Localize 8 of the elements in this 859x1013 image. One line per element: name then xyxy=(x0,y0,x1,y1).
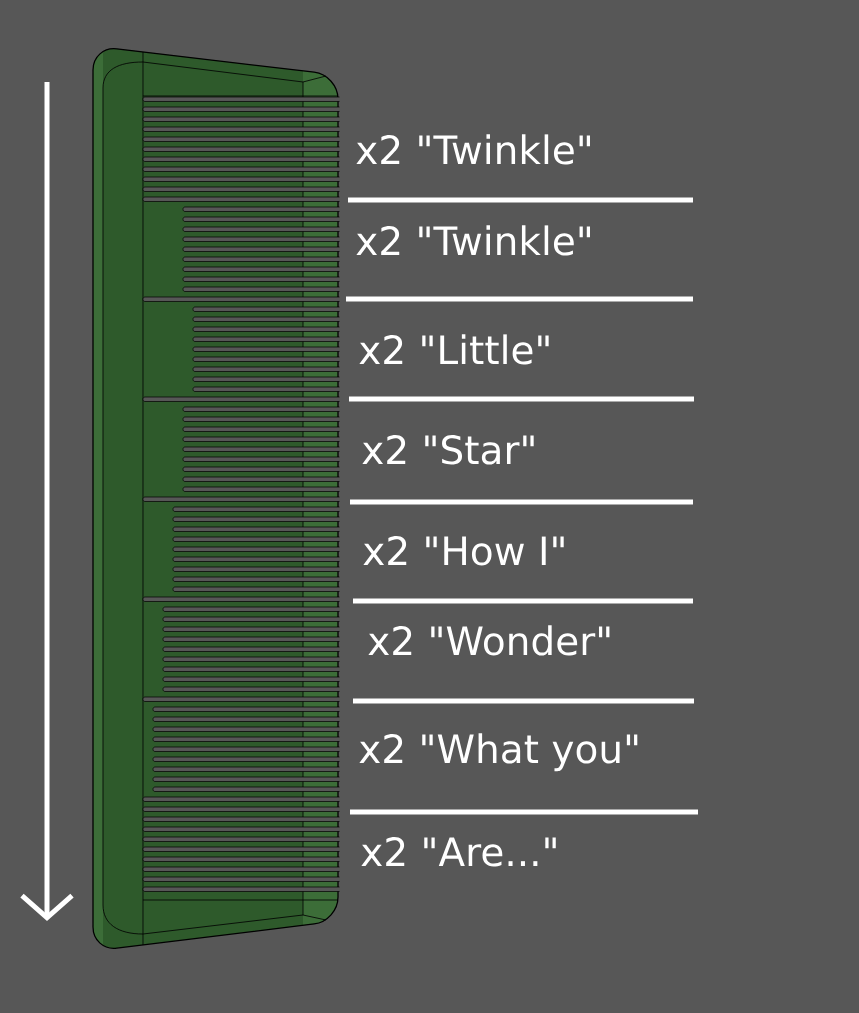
section-label: x2 "Star" xyxy=(362,435,534,465)
section-label: x2 "Twinkle" xyxy=(356,225,590,256)
section-label: x2 "What you" xyxy=(359,733,638,772)
section-label: x2 "Are..." xyxy=(361,837,556,867)
section-label: x2 "Little" xyxy=(359,334,549,365)
section-label: x2 "Wonder" xyxy=(368,625,610,656)
section-label: x2 "Twinkle" xyxy=(356,134,590,165)
section-label: x2 "How I" xyxy=(363,536,564,566)
